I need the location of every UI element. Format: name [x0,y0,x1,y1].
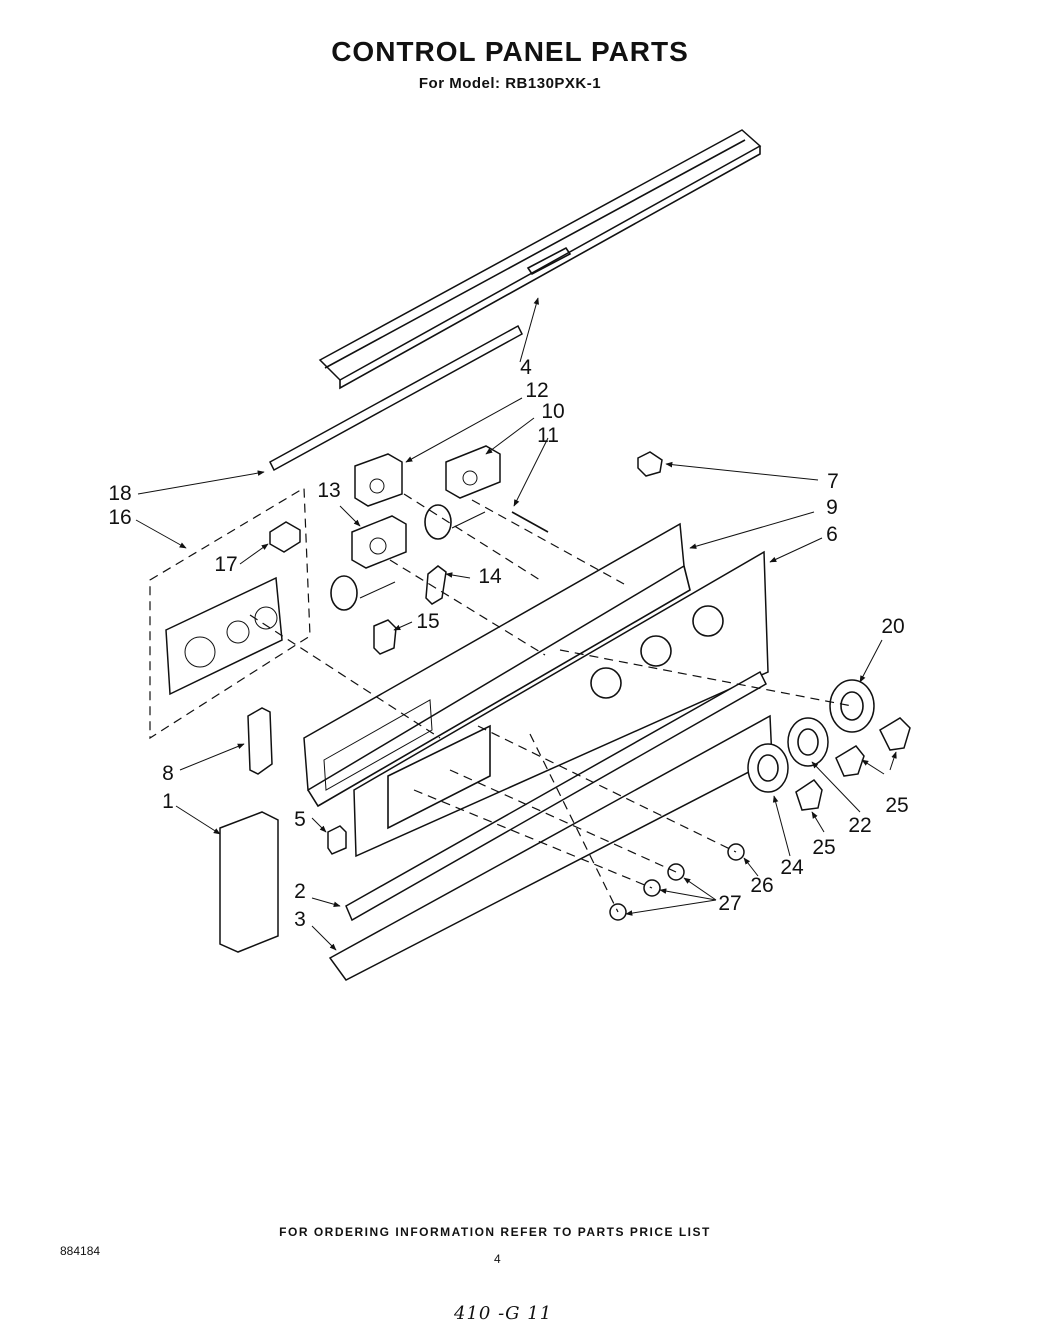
page-number: 4 [494,1252,501,1266]
part-7-cap [637,451,663,477]
callout-4: 4 [520,356,532,379]
back-control-panel [303,522,691,808]
callout-12: 12 [525,379,548,402]
callout-17: 17 [214,553,237,576]
callout-11: 11 [537,424,559,447]
callout-22: 22 [848,814,871,837]
callout-8: 8 [162,762,174,785]
switch-13 [351,515,407,569]
callout-27: 27 [718,892,741,915]
rail-2 [345,670,767,922]
insert-25a [879,717,911,751]
part-17-clip [269,521,301,553]
part-5-block [327,825,347,855]
callout-5: 5 [294,808,306,831]
callout-14: 14 [478,565,502,588]
panel-strip [269,324,523,472]
page-title: CONTROL PANEL PARTS [331,36,689,67]
ring-b [330,575,358,611]
knob-24 [747,743,789,793]
document-number: 884184 [60,1244,101,1258]
callout-15: 15 [416,610,439,633]
part-11-wire [511,511,549,533]
callout-3: 3 [294,908,306,931]
callout-7: 7 [827,470,839,493]
callout-18: 18 [108,482,131,505]
switch-10 [445,445,501,499]
callout-2: 2 [294,880,306,903]
knob-20 [829,679,875,733]
handwritten-note: 410 -G 11 [454,1303,553,1324]
callout-25b: 25 [812,836,835,859]
part-1-block [219,811,279,953]
part-8-bracket [247,707,273,775]
callout-24: 24 [780,856,804,879]
callout-13: 13 [317,479,340,502]
callout-16: 16 [108,506,131,529]
timer-assembly [165,576,283,696]
callout-25a: 25 [885,794,908,817]
callout-1: 1 [162,790,174,813]
insert-25b [835,745,865,777]
model-subtitle: For Model: RB130PXK-1 [418,75,602,92]
callout-9: 9 [826,496,838,519]
insert-25c [795,778,823,811]
callout-26: 26 [750,874,773,897]
callout-20: 20 [881,615,904,638]
part-15-clip [373,619,397,655]
switch-12 [354,453,403,507]
ring-a [424,504,452,540]
callout-6: 6 [826,523,838,546]
part-14-bracket [425,565,447,605]
ordering-note: FOR ORDERING INFORMATION REFER TO PARTS … [279,1225,711,1239]
top-trim-bar [318,129,762,390]
callout-10: 10 [541,400,564,423]
front-control-panel [353,550,769,858]
knob-22 [787,717,829,767]
